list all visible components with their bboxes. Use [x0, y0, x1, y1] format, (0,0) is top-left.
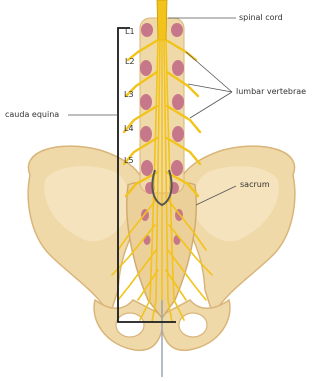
disc	[172, 60, 184, 76]
disc	[140, 126, 152, 142]
sacral-foramen	[174, 235, 181, 245]
cauda-equina-label: cauda equina	[5, 110, 59, 120]
disc	[140, 94, 152, 110]
vertebra-label-l5: L5	[124, 156, 134, 166]
lumbar-vertebrae-leaders	[186, 52, 232, 118]
spinal-cord-label: spinal cord	[239, 13, 283, 23]
sacrum-label: sacrum	[240, 180, 270, 190]
disc	[140, 60, 152, 76]
disc	[171, 160, 183, 176]
left-obturator-foramen	[116, 313, 144, 337]
vertebra-label-l2: L2	[125, 57, 135, 67]
disc	[172, 126, 184, 142]
disc	[172, 94, 184, 110]
lumbar-vertebrae-label: lumbar vertebrae	[236, 87, 306, 97]
sacral-foramen	[144, 235, 151, 245]
right-obturator-foramen	[179, 313, 207, 337]
disc	[171, 23, 183, 37]
vertebra-label-l4: L4	[124, 124, 134, 134]
disc	[141, 23, 153, 37]
disc	[141, 160, 153, 176]
vertebra-label-l3: L3	[124, 90, 134, 100]
spinal-cord	[157, 0, 167, 40]
vertebra-label-l1: L1	[125, 27, 135, 37]
